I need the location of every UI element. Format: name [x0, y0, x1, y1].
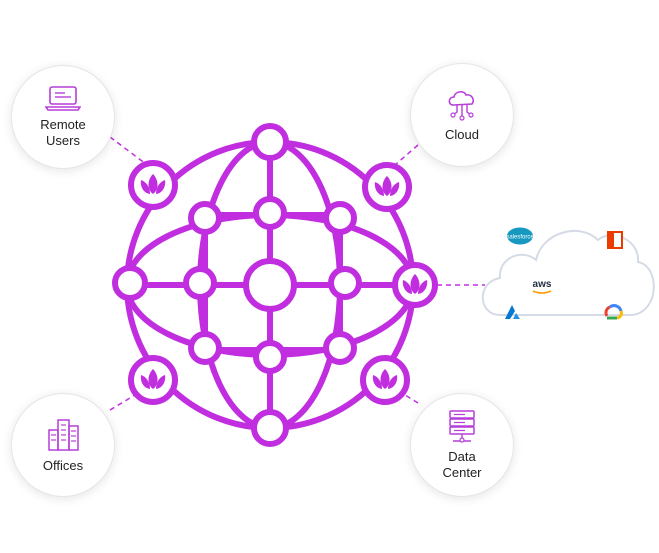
lotus-badge-lower-right — [360, 355, 410, 405]
cloud-label: Cloud — [445, 127, 479, 142]
lotus-icon — [140, 174, 166, 194]
node-top — [251, 123, 289, 161]
lotus-badge-upper-right — [362, 162, 412, 212]
data-center-node: Data Center — [410, 393, 514, 497]
lotus-icon — [374, 176, 400, 196]
aws-logo: aws — [533, 279, 552, 294]
cloud-network-icon — [448, 91, 474, 121]
svg-text:aws: aws — [533, 279, 552, 290]
node-upper-mid — [253, 196, 287, 230]
office-icon — [607, 231, 623, 249]
salesforce-logo: salesforce — [506, 227, 534, 245]
node-bottom — [251, 409, 289, 447]
remote-users-node: Remote Users — [11, 65, 115, 169]
node-left — [112, 265, 148, 301]
node-upper-right — [323, 201, 357, 235]
node-lower-mid — [253, 340, 287, 374]
buildings-icon — [48, 419, 79, 451]
remote-users-label: Remote Users — [40, 117, 86, 148]
lotus-badges — [128, 160, 438, 405]
google-cloud-icon — [604, 304, 623, 320]
lotus-icon — [402, 274, 428, 294]
lotus-badge-upper-left — [128, 160, 178, 210]
lotus-icon — [372, 369, 398, 389]
laptop-icon — [45, 86, 81, 111]
lotus-badge-lower-left — [128, 355, 178, 405]
node-mid-right — [328, 266, 362, 300]
server-rack-icon — [449, 410, 475, 443]
node-lower-right — [323, 331, 357, 365]
offices-label: Offices — [42, 458, 84, 473]
globe-nodes — [112, 123, 362, 447]
node-center — [243, 258, 297, 312]
cloud-node: Cloud — [410, 63, 514, 167]
cloud-shape — [481, 230, 655, 316]
node-lower-left — [188, 331, 222, 365]
svg-text:salesforce: salesforce — [506, 235, 534, 241]
lotus-icon — [140, 369, 166, 389]
data-center-label: Data Center — [442, 449, 482, 480]
node-mid-left — [183, 266, 217, 300]
offices-node: Offices — [11, 393, 115, 497]
azure-icon — [505, 305, 520, 319]
lotus-badge-right — [392, 262, 438, 308]
cloud-services: salesforce aws — [481, 227, 655, 320]
node-upper-left — [188, 201, 222, 235]
connector-cloud — [394, 144, 419, 166]
